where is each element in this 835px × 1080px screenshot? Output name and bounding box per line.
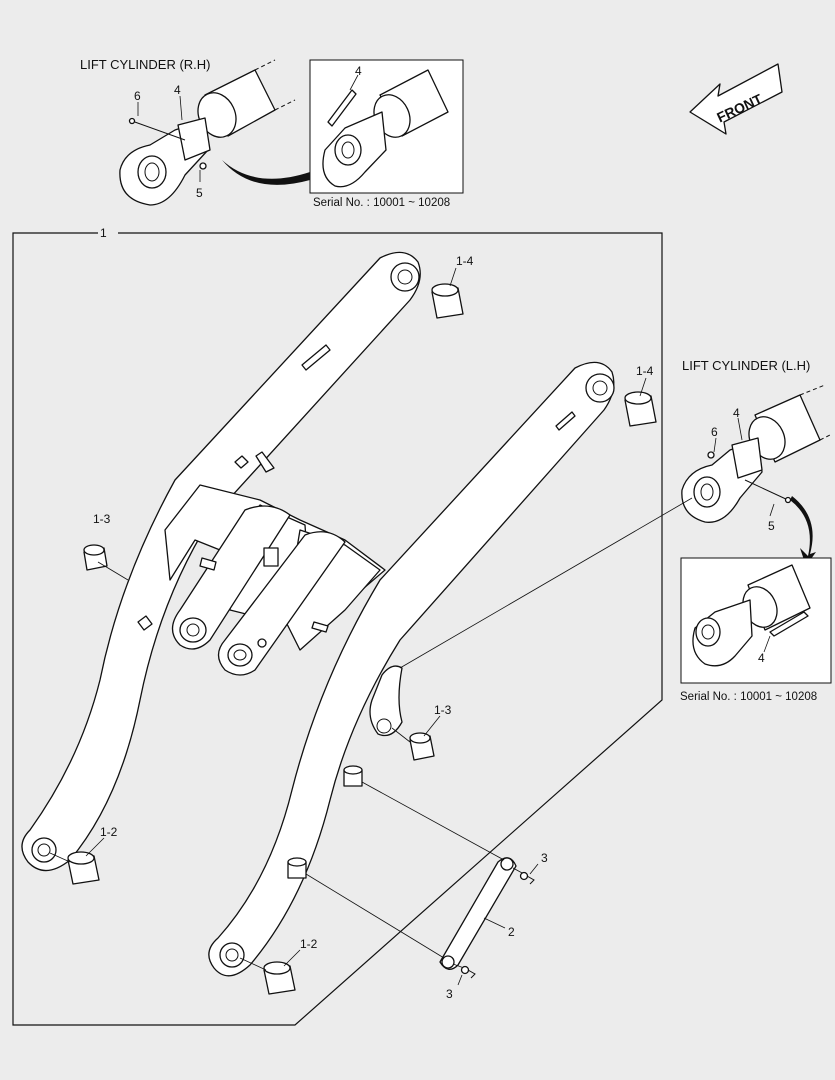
lh-callout-6: 6 [711,425,718,439]
cross-members [164,484,386,676]
callout-3-lower: 3 [446,987,453,1001]
callout-3-upper: 3 [541,851,548,865]
rh-inset-illustration [322,69,449,188]
callout-1-4-right: 1-4 [636,364,654,378]
clip-3-upper [519,871,535,885]
clip-3-lower [460,965,476,979]
lh-inset-illustration [692,564,811,667]
left-boom-arm [21,251,421,872]
callout-1-3-left: 1-3 [93,512,111,526]
assembly-callout-1: 1 [100,226,107,240]
assembly-frame [12,232,663,1026]
lh-leader-line [399,497,693,669]
rh-title: LIFT CYLINDER (R.H) [80,57,211,72]
rh-connector [222,160,310,185]
lh-connector [790,496,816,566]
lh-serial: Serial No. : 10001 ~ 10208 [680,691,817,703]
link-2 [439,857,517,970]
rh-cylinder-illustration [119,59,296,206]
bushing-1-4-left [431,283,464,319]
rh-callout-5: 5 [196,186,203,200]
callout-1-4-left: 1-4 [456,254,474,268]
lh-title: LIFT CYLINDER (L.H) [682,358,810,373]
callout-1-3-right: 1-3 [434,703,452,717]
rh-callout-4: 4 [174,83,181,97]
callout-2: 2 [508,925,515,939]
right-boom-arm [208,361,615,977]
lh-inset-callout-4: 4 [758,651,765,665]
bushing-1-2-right [263,961,296,995]
front-arrow: FRONT [689,63,783,135]
lh-callout-4: 4 [733,406,740,420]
callout-1-2-right: 1-2 [300,937,318,951]
bushing-1-4-right [624,391,657,427]
bushing-1-3-right [409,732,435,761]
bushing-1-3-left [83,544,108,571]
lh-cylinder-illustration [681,384,833,523]
rh-callout-6: 6 [134,89,141,103]
rh-inset-callout-4: 4 [355,64,362,78]
lh-callout-5: 5 [768,519,775,533]
callout-1-2-left: 1-2 [100,825,118,839]
bushing-1-2-left [67,851,100,885]
rh-serial: Serial No. : 10001 ~ 10208 [313,197,450,209]
